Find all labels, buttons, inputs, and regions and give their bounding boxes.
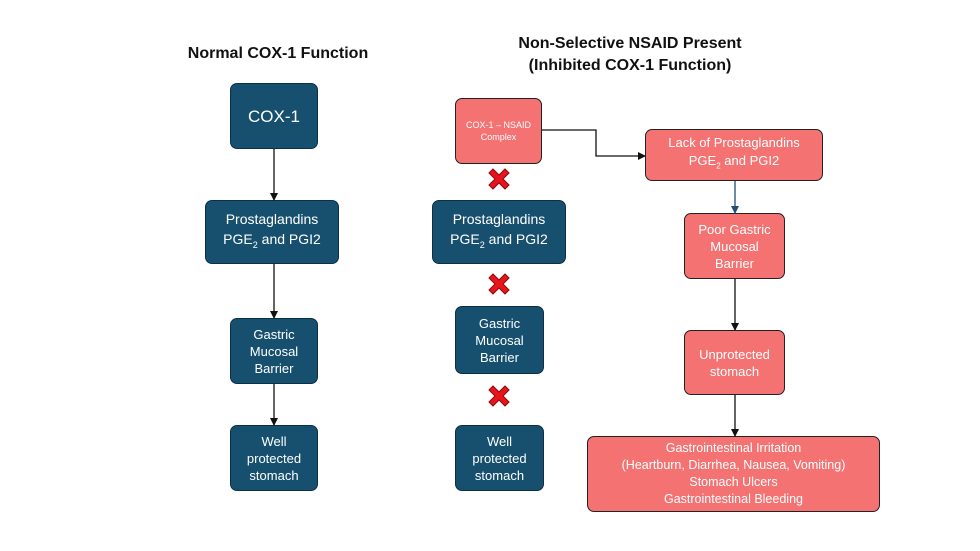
- stomach-normal-line-1: Well: [261, 433, 287, 449]
- poor-gastric-barrier-node: Poor Gastric Mucosal Barrier: [684, 213, 785, 279]
- lack-line-1: Lack of Prostaglandins: [668, 135, 800, 151]
- poor-line-3: Barrier: [714, 255, 754, 271]
- barrier-normal-line-2: Mucosal: [249, 343, 299, 359]
- stomach-inhibited-line-3: stomach: [474, 467, 525, 483]
- poor-line-1: Poor Gastric: [698, 221, 771, 237]
- gastric-barrier-node-normal: Gastric Mucosal Barrier: [230, 318, 318, 384]
- complex-line-1: COX-1 – NSAID: [465, 120, 532, 130]
- normal-function-heading: Normal COX-1 Function: [187, 45, 369, 62]
- effects-line-1: Gastrointestinal Irritation: [665, 441, 802, 455]
- inhibited-heading-line-1: Non-Selective NSAID Present: [518, 35, 742, 52]
- inhibited-heading-line-2: (Inhibited COX-1 Function): [528, 57, 732, 74]
- arrow-complex-to-lack: [542, 129, 646, 160]
- well-protected-stomach-node-inhibited: Well protected stomach: [455, 425, 544, 491]
- unprotected-line-2: stomach: [709, 363, 760, 379]
- cox1-node: COX-1: [230, 83, 318, 149]
- well-protected-stomach-node-normal: Well protected stomach: [230, 425, 318, 491]
- gastric-barrier-node-inhibited: Gastric Mucosal Barrier: [455, 306, 544, 374]
- stomach-inhibited-line-2: protected: [472, 450, 527, 466]
- unprotected-stomach-node: Unprotected stomach: [684, 330, 785, 395]
- cox1-label: COX-1: [248, 106, 300, 126]
- prostaglandins-inhibited-line-1: Prostaglandins: [452, 211, 546, 228]
- barrier-inhibited-line-2: Mucosal: [475, 332, 524, 348]
- unprotected-line-1: Unprotected: [699, 346, 770, 362]
- barrier-inhibited-line-3: Barrier: [479, 349, 519, 365]
- poor-line-2: Mucosal: [710, 238, 759, 254]
- block-x-icon-2: [488, 273, 510, 295]
- prostaglandins-node-normal: Prostaglandins PGE2 and PGI2: [205, 200, 339, 264]
- effects-line-2: (Heartburn, Diarrhea, Nausea, Vomiting): [621, 458, 846, 472]
- barrier-inhibited-line-1: Gastric: [478, 315, 521, 331]
- effects-line-3: Stomach Ulcers: [689, 475, 778, 489]
- prostaglandins-normal-line-1: Prostaglandins: [225, 211, 319, 228]
- prostaglandins-inhibited-line-2: PGE2 and PGI2: [450, 231, 548, 250]
- stomach-inhibited-line-1: Well: [486, 433, 513, 449]
- block-x-icon-1: [488, 168, 510, 190]
- effects-line-4: Gastrointestinal Bleeding: [664, 492, 803, 506]
- stomach-normal-line-2: protected: [246, 450, 302, 466]
- lack-of-prostaglandins-node: Lack of Prostaglandins PGE2 and PGI2: [645, 129, 823, 181]
- barrier-normal-line-3: Barrier: [254, 360, 294, 376]
- prostaglandins-normal-line-2: PGE2 and PGI2: [223, 231, 321, 250]
- prostaglandins-node-inhibited: Prostaglandins PGE2 and PGI2: [432, 200, 566, 264]
- cox1-nsaid-complex-node: COX-1 – NSAID Complex: [455, 98, 542, 164]
- barrier-normal-line-1: Gastric: [253, 326, 295, 342]
- lack-line-2: PGE2 and PGI2: [688, 153, 780, 171]
- complex-line-2: Complex: [480, 132, 517, 142]
- stomach-normal-line-3: stomach: [249, 467, 299, 483]
- block-x-icon-3: [488, 385, 510, 407]
- inhibited-function-heading: Non-Selective NSAID Present (Inhibited C…: [485, 33, 775, 77]
